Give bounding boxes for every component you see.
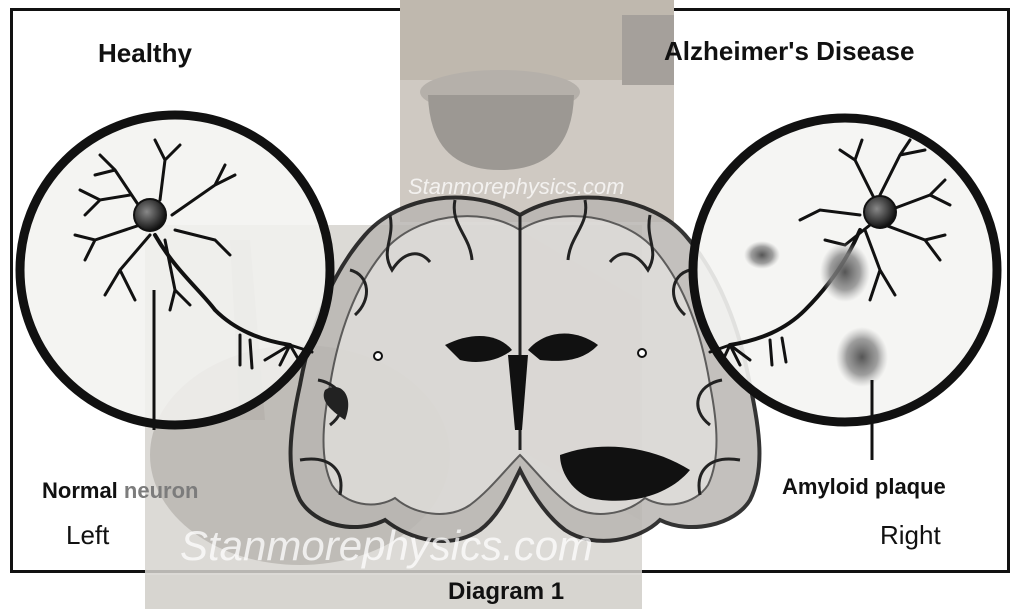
- soma-icon: [864, 196, 896, 228]
- healthy-title: Healthy: [98, 38, 192, 69]
- watermark: Stanmorephysics.com: [408, 174, 624, 200]
- right-label: Right: [880, 520, 941, 551]
- photo-strip: [145, 575, 642, 609]
- normal-word: Normal: [42, 478, 118, 503]
- soma-icon: [134, 199, 166, 231]
- watermark: Stanmorephysics.com: [180, 522, 593, 570]
- healthy-neuron-circle: [20, 115, 330, 425]
- normal-neuron-label: Normal neuron: [42, 478, 198, 504]
- diagram-caption: Diagram 1: [448, 578, 564, 606]
- amyloid-plaque-label: Amyloid plaque: [782, 474, 946, 500]
- neuron-word: neuron: [124, 478, 199, 503]
- alzheimers-title: Alzheimer's Disease: [664, 36, 914, 67]
- left-label: Left: [66, 520, 109, 551]
